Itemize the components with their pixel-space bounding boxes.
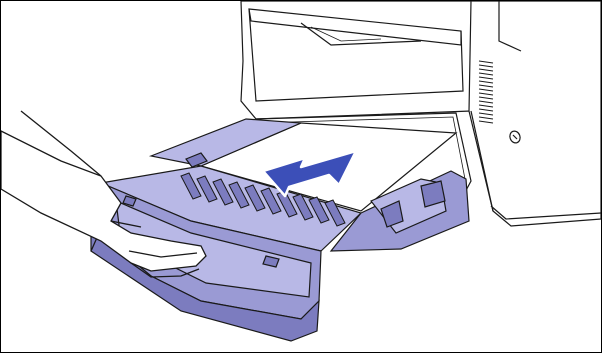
paper-tray-icon (91, 119, 469, 341)
